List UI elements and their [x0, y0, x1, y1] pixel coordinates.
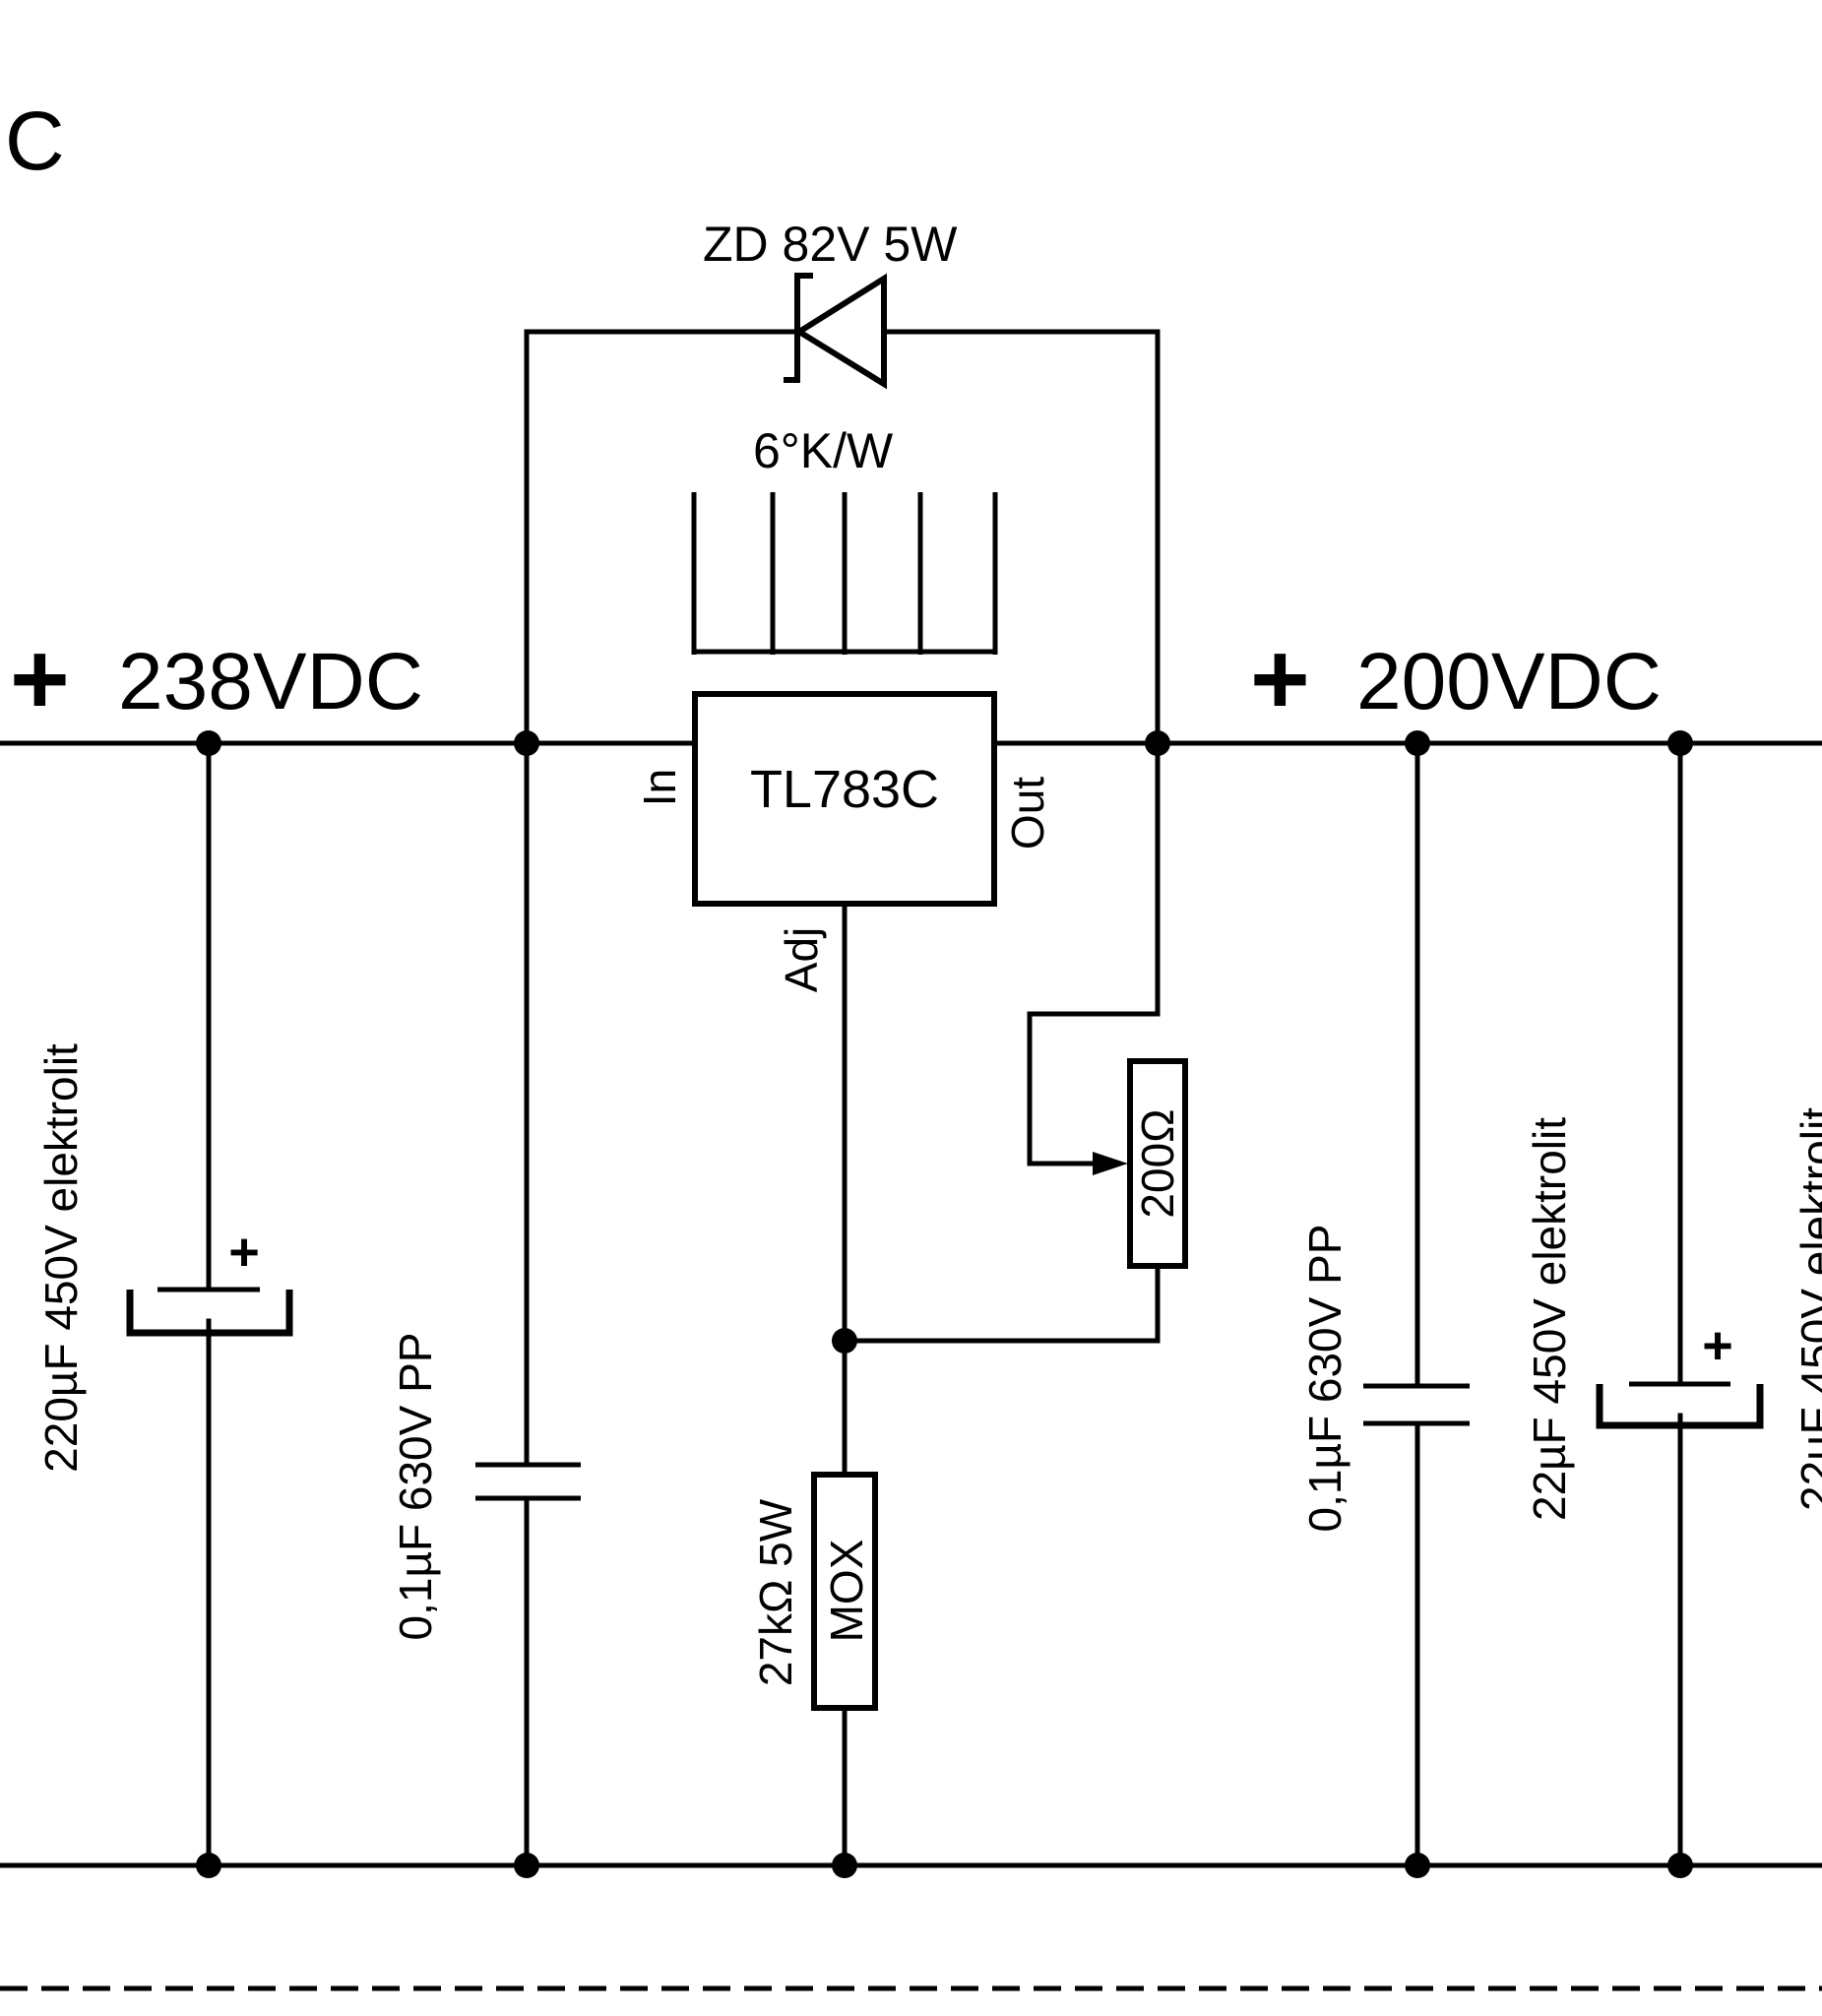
- cout-film-capacitor: 0,1µF 630V PP: [1299, 1225, 1470, 1533]
- adj-resistor-value-label: 27kΩ 5W: [750, 1498, 801, 1686]
- section-label: C: [5, 94, 65, 187]
- heatsink-fins-icon: [691, 492, 998, 655]
- cin-film-capacitor: 0,1µF 630V PP: [390, 1333, 581, 1641]
- adj-resistor: MOX 27kΩ 5W: [750, 1472, 878, 1711]
- cout-electrolytic-2-label: 22µF 450V elektrolit: [1791, 1107, 1822, 1511]
- output-voltage-label: 200VDC: [1356, 637, 1662, 726]
- junction-dot: [514, 730, 539, 756]
- cout-polarity-mark: +: [1702, 1316, 1733, 1375]
- trimmer-potentiometer: 200Ω: [1027, 1011, 1188, 1269]
- pin-in-label: In: [634, 769, 685, 806]
- zener-diode: ZD 82V 5W: [703, 217, 958, 390]
- junction-dot: [1405, 1853, 1430, 1878]
- junction-dot: [514, 1853, 539, 1878]
- junction-dot: [1667, 1853, 1693, 1878]
- input-voltage-label: 238VDC: [118, 637, 423, 726]
- regulator-body: [692, 691, 997, 907]
- zener-cathode-bar-icon: [784, 273, 813, 383]
- cin-polarity-mark: +: [228, 1223, 260, 1282]
- cin-electrolytic-capacitor: + 220µF 450V elektrolit: [35, 1043, 293, 1473]
- zener-loop-wire-right: [881, 329, 1161, 1017]
- trimmer-wiper-arrow-icon: [1093, 1152, 1128, 1175]
- cout-electrolytic-cup-icon: [1596, 1384, 1764, 1429]
- cin-electrolytic-cup-icon: [126, 1290, 293, 1337]
- trimmer-label: 200Ω: [1132, 1108, 1183, 1218]
- output-rail-label-group: + 200VDC: [1250, 622, 1662, 736]
- regulator-ic: TL783C In Out Adj: [634, 691, 1053, 992]
- output-plus-sign: +: [1250, 622, 1310, 736]
- trimmer-wiper-wire: [1027, 1011, 1158, 1166]
- zener-label: ZD 82V 5W: [703, 217, 958, 272]
- pin-out-label: Out: [1002, 777, 1053, 850]
- adj-resistor-type-label: MOX: [821, 1540, 872, 1643]
- cout-film-label: 0,1µF 630V PP: [1299, 1225, 1351, 1533]
- junction-dot: [832, 1853, 857, 1878]
- cin-electrolytic-label: 220µF 450V elektrolit: [35, 1043, 87, 1473]
- trimmer-return-wire: [842, 1264, 1161, 1344]
- junction-dot: [196, 730, 221, 756]
- junction-dot: [1405, 730, 1430, 756]
- junction-dots: [196, 730, 1693, 1878]
- junction-dot: [832, 1328, 857, 1354]
- cout-electrolytic-label: 22µF 450V elektrolit: [1524, 1117, 1575, 1521]
- junction-dot: [196, 1853, 221, 1878]
- input-plus-sign: +: [10, 622, 70, 736]
- junction-dot: [1667, 730, 1693, 756]
- zener-loop-wire: [524, 329, 800, 746]
- regulator-name: TL783C: [750, 760, 939, 819]
- heatsink: 6°K/W: [691, 423, 998, 655]
- junction-dot: [1145, 730, 1170, 756]
- cin-film-label: 0,1µF 630V PP: [390, 1333, 441, 1641]
- input-rail-label-group: + 238VDC: [10, 622, 423, 736]
- wires: [0, 329, 1822, 1868]
- zener-triangle-icon: [793, 273, 887, 390]
- cout-electrolytic-capacitor: + 22µF 450V elektrolit: [1524, 1117, 1764, 1521]
- trimmer-body: [1127, 1058, 1188, 1269]
- adj-resistor-body: [811, 1472, 878, 1711]
- pin-adj-label: Adj: [776, 927, 827, 992]
- heatsink-label: 6°K/W: [753, 423, 894, 478]
